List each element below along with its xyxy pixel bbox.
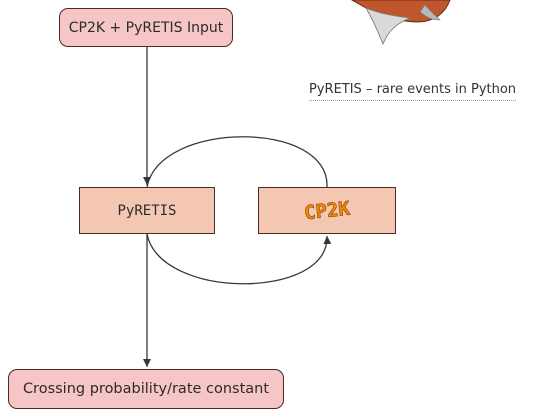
node-input-label: CP2K + PyRETIS Input bbox=[68, 19, 224, 36]
node-input: CP2K + PyRETIS Input bbox=[59, 8, 233, 47]
node-output-label: Crossing probability/rate constant bbox=[22, 381, 270, 397]
node-pyretis-label: PyRETIS bbox=[117, 202, 177, 219]
edge-pyretis-to-cp2k-loop bbox=[146, 233, 332, 285]
pyretis-caption: PyRETIS – rare events in Python bbox=[309, 82, 517, 101]
edge-pyretis-loop-top bbox=[146, 136, 328, 188]
node-pyretis: PyRETIS bbox=[79, 187, 215, 234]
cp2k-logo: CP2K bbox=[303, 198, 352, 224]
node-cp2k: CP2K bbox=[258, 187, 396, 234]
cp2k-logo-text: CP2K bbox=[303, 198, 351, 224]
node-output: Crossing probability/rate constant bbox=[8, 369, 284, 409]
